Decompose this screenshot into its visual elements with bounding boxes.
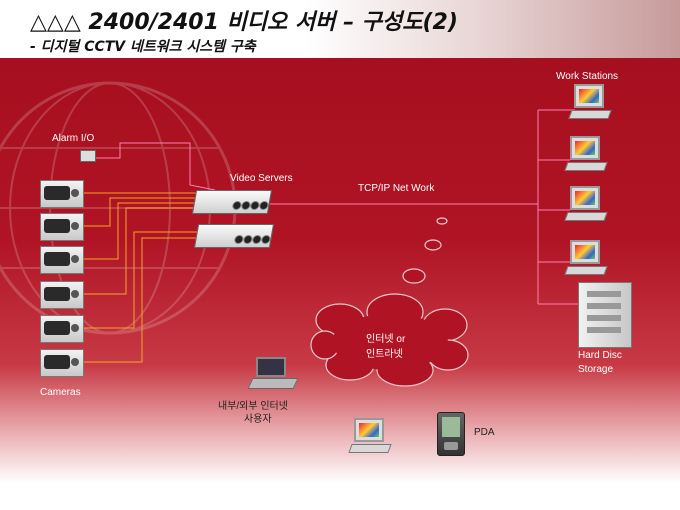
- users-label-line1: 내부/외부 인터넷: [218, 401, 288, 412]
- network-label: TCP/IP Net Work: [358, 183, 435, 194]
- camera-icon: [40, 281, 84, 309]
- hard-disc-label: Hard Disc: [578, 350, 622, 361]
- laptop-icon: [247, 357, 299, 389]
- header-banner: △△△ 2400/2401 비디오 서버 – 구성도(2) - 디지털 CCTV…: [0, 0, 680, 60]
- workstation-icon: [564, 186, 608, 221]
- cloud-label-line2: 인트라넷: [366, 349, 403, 360]
- camera-icon: [40, 213, 84, 241]
- camera-icon: [40, 246, 84, 274]
- internet-pc-icon: [348, 418, 392, 453]
- workstation-icon: [564, 240, 608, 275]
- workstation-icon: [568, 84, 612, 119]
- work-stations-label: Work Stations: [556, 71, 619, 82]
- page-subtitle: - 디지털 CCTV 네트워크 시스템 구축: [30, 39, 256, 55]
- video-servers-label: Video Servers: [230, 173, 293, 184]
- users-label-line2: 사용자: [244, 414, 272, 425]
- camera-icon: [40, 315, 84, 343]
- storage-label: Storage: [578, 364, 614, 375]
- camera-icon: [40, 180, 84, 208]
- camera-icon: [40, 349, 84, 377]
- alarm-io-icon: [80, 150, 96, 162]
- video-server-icon: [191, 190, 273, 214]
- video-server-icon: [193, 224, 275, 248]
- cameras-label: Cameras: [40, 387, 81, 398]
- pda-icon: [437, 412, 465, 456]
- diagram-canvas: [0, 58, 680, 510]
- hard-disc-storage-icon: [578, 282, 632, 348]
- network-cloud-icon: [310, 217, 469, 387]
- page-title: △△△ 2400/2401 비디오 서버 – 구성도(2): [30, 10, 458, 35]
- cloud-label-line1: 인터넷 or: [366, 334, 406, 345]
- workstation-icon: [564, 136, 608, 171]
- alarm-io-label: Alarm I/O: [52, 133, 95, 144]
- pda-label: PDA: [474, 427, 495, 438]
